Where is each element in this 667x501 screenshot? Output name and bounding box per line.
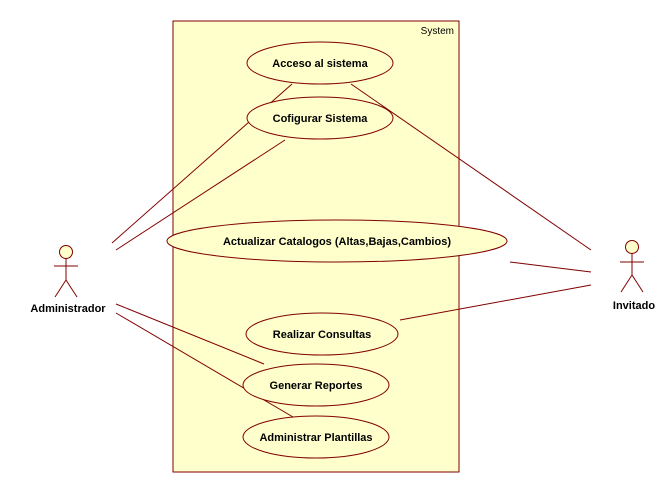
assoc-invitado-acceso	[350, 83, 592, 251]
actor-invitado[interactable]	[620, 240, 644, 293]
assoc-admin-reportes	[115, 303, 265, 365]
use-case-label: Generar Reportes	[270, 380, 363, 392]
actor-label-administrador: Administrador	[30, 303, 106, 315]
actor-leg-left	[54, 279, 67, 298]
system-label: System	[421, 26, 454, 37]
use-case-consultas[interactable]: Realizar Consultas	[245, 312, 399, 356]
actor-administrador[interactable]	[54, 245, 78, 298]
use-case-configurar[interactable]: Cofigurar Sistema	[246, 96, 394, 140]
actor-head	[59, 245, 73, 259]
use-case-plantillas[interactable]: Administrar Plantillas	[242, 415, 390, 459]
use-case-catalogos[interactable]: Actualizar Catalogos (Altas,Bajas,Cambio…	[166, 219, 508, 263]
assoc-invitado-catalogos	[509, 261, 592, 273]
use-case-label: Realizar Consultas	[273, 329, 371, 341]
actor-leg-left	[620, 274, 633, 293]
use-case-acceso[interactable]: Acceso al sistema	[246, 41, 394, 85]
actor-leg-right	[631, 274, 644, 293]
assoc-invitado-consultas	[399, 284, 592, 321]
actor-head	[625, 240, 639, 254]
use-case-label: Acceso al sistema	[272, 58, 368, 70]
use-case-label: Administrar Plantillas	[259, 432, 372, 444]
use-case-label: Actualizar Catalogos (Altas,Bajas,Cambio…	[223, 236, 451, 248]
assoc-admin-configurar	[115, 139, 286, 251]
use-case-reportes[interactable]: Generar Reportes	[242, 363, 390, 407]
actor-leg-right	[65, 279, 78, 298]
use-case-label: Cofigurar Sistema	[273, 113, 369, 125]
actor-label-invitado: Invitado	[613, 300, 655, 312]
